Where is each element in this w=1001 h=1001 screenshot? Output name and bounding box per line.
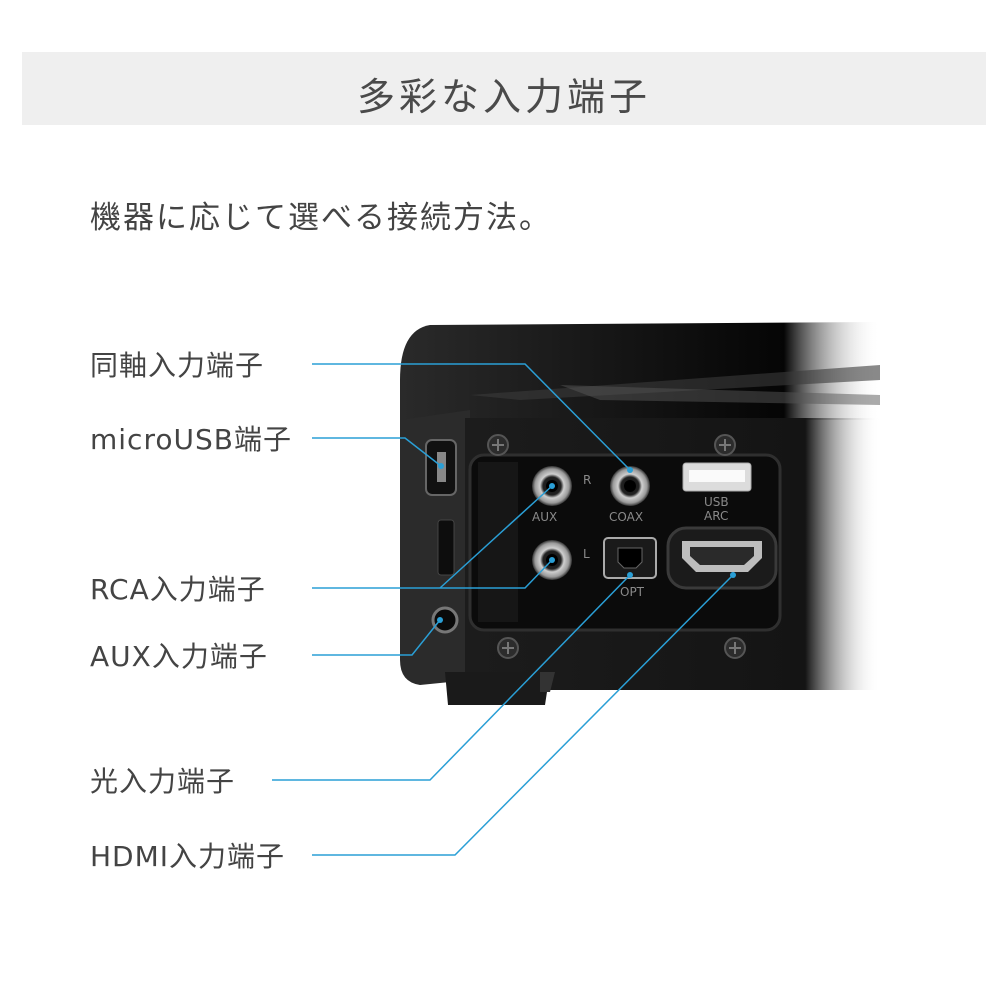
leader-hdmi: [312, 574, 734, 856]
callout-optical: 光入力端子: [90, 765, 236, 798]
subtitle: 機器に応じて選べる接続方法。: [90, 200, 552, 236]
leader-coax: [312, 363, 631, 471]
leader-rca: [312, 559, 553, 589]
aux-panel-label: AUX: [532, 510, 557, 524]
callout-aux: AUX入力端子: [90, 640, 268, 673]
coax-panel-label: COAX: [609, 510, 643, 524]
aux-jack-icon: [431, 606, 459, 634]
page-title: 多彩な入力端子: [356, 75, 651, 119]
l-panel-label: L: [583, 547, 590, 561]
arc-panel-label: ARC: [704, 509, 728, 523]
header-banner: 多彩な入力端子: [22, 52, 986, 125]
leader-aux: [312, 619, 441, 656]
callout-coax: 同軸入力端子: [90, 349, 265, 382]
leader-lines: [272, 363, 734, 856]
leader-microusb: [312, 437, 442, 467]
soundbar-top: [400, 322, 880, 420]
callout-hdmi: HDMI入力端子: [90, 840, 286, 873]
leader-optical: [272, 574, 631, 781]
leader-rca-2: [439, 485, 553, 589]
soundbar-foot: [445, 672, 550, 705]
callout-microusb: microUSB端子: [90, 423, 292, 456]
leader-dots: [437, 463, 736, 623]
usb-panel-label: USB: [704, 495, 729, 509]
callout-rca: RCA入力端子: [90, 573, 266, 606]
opt-panel-label: OPT: [620, 585, 645, 599]
side-switch-icon: [437, 519, 455, 576]
r-panel-label: R: [583, 473, 591, 487]
